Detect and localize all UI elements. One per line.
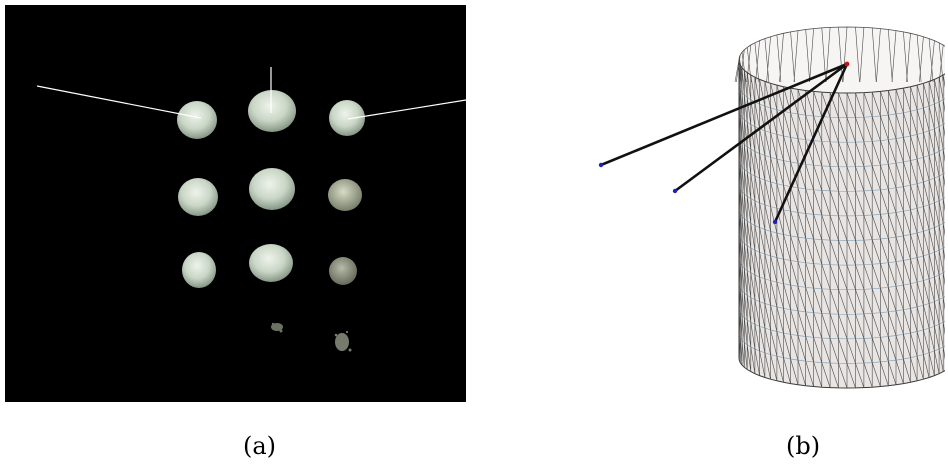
light-spot-r1c2 [248,90,296,132]
photo-panel-a [5,5,466,402]
caption-a: (a) [243,432,276,460]
light-spot-r3c2 [249,244,293,282]
photo-background [5,5,466,402]
caption-b: (b) [786,432,820,460]
light-spot-r2c2 [249,168,295,210]
light-spot-r1c1 [177,101,217,139]
light-spot-r2c1 [178,178,218,216]
ray-endpoint-1 [599,163,603,167]
light-spot-r3c3 [329,257,357,285]
light-spot-r2c3 [328,179,362,211]
ray-endpoint-2 [673,189,677,193]
ray-origin-point [845,62,850,67]
ray-endpoint-3 [773,220,777,224]
cylinder-mesh-panel-b [585,10,945,402]
light-spot-r3c1 [182,252,216,288]
light-spot-r1c3 [329,100,365,136]
